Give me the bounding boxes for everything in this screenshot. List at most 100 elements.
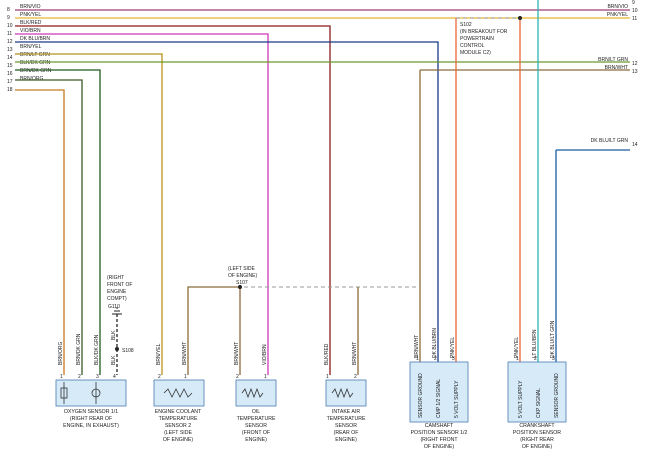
vlabel-pnk-yel-crank: PNK/YEL <box>514 337 520 358</box>
left-pin-14: 14 <box>7 55 13 61</box>
vlabel-dk-blu-brn: DK BLU/BRN <box>432 328 438 358</box>
left-wire-label-dk-blu-brn: DK BLU/BRN <box>20 36 50 42</box>
oxygen-label-1: OXYGEN SENSOR 1/1 <box>64 409 118 415</box>
vlabel-brn-wht-coolant: BRN/WHT <box>182 342 188 365</box>
right-pin-14: 14 <box>632 142 638 148</box>
oil-pin-2: 2 <box>236 374 239 380</box>
vlabel-blk-dk-grn: BLK/DK GRN <box>94 334 100 365</box>
right-pin-11: 11 <box>632 16 637 22</box>
cam-pin-1: 1 <box>416 356 419 362</box>
oxygen-sense-element <box>91 388 101 398</box>
g110-note-4: COMPT) <box>107 296 127 302</box>
left-pin-13: 13 <box>7 47 13 53</box>
left-pin-11: 11 <box>7 31 12 37</box>
right-wire-label-brn-vio: BRN/VIO <box>607 4 628 10</box>
right-pin-10: 10 <box>632 8 638 14</box>
intake-sensor-box <box>325 379 367 407</box>
oil-pin-1: 1 <box>264 374 267 380</box>
g110-note-3: ENGINE <box>107 289 127 295</box>
left-pin-15: 15 <box>7 63 13 69</box>
coolant-pin-1: 1 <box>184 374 187 380</box>
vlabel-brn-dk-grn: BRN/DK GRN <box>76 333 82 365</box>
cam-inner-sensor-ground: SENSOR GROUND <box>418 373 424 418</box>
right-wire-label-dk-blu-lt-grn: DK BLU/LT GRN <box>591 138 629 144</box>
oxygen-pin-3: 3 <box>96 374 99 380</box>
vlabel-blk-upper: BLK <box>111 330 117 340</box>
coolant-pin-2: 2 <box>158 374 161 380</box>
vlabel-lt-blu-brn: LT BLU/BRN <box>532 329 538 358</box>
g110-ground-icon <box>112 307 122 315</box>
crank-inner-5v-supply: 5 VOLT SUPPLY <box>518 380 524 418</box>
left-pin-10: 10 <box>7 23 13 29</box>
vlabel-dk-blu-lt-grn: DK BLU/LT GRN <box>550 320 556 358</box>
left-pin-16: 16 <box>7 71 13 77</box>
right-wire-label-pnk-yel: PNK/YEL <box>607 12 628 18</box>
intake-pin-1: 1 <box>326 374 329 380</box>
vlabel-brn-wht-cam: BRN/WHT <box>414 335 420 358</box>
s108-label: S108 <box>122 348 134 354</box>
wire-brn-org <box>15 89 65 375</box>
right-wire-label-brn-wht: BRN/WHT <box>605 65 628 71</box>
wire-brn-wht-coolant <box>187 286 240 375</box>
coolant-sensor-box <box>153 379 205 407</box>
left-wire-label-pnk-yel: PNK/YEL <box>20 12 41 18</box>
coolant-label-4: (LEFT SIDE <box>164 430 192 436</box>
wire-brn-yel <box>15 53 163 375</box>
oxygen-label-3: ENGINE, IN EXHAUST) <box>63 423 119 429</box>
s107-label: S107 <box>236 280 248 286</box>
oxygen-pin-1: 1 <box>60 374 63 380</box>
coolant-label-3: SENSOR 2 <box>165 423 191 429</box>
left-wire-label-blk-red: BLK/RED <box>20 20 42 26</box>
camshaft-sensor-box <box>409 361 469 423</box>
oxygen-heater-element <box>60 387 68 399</box>
vlabel-blk: BLK <box>111 355 117 365</box>
vlabel-brn-wht-oil: BRN/WHT <box>234 342 240 365</box>
crankshaft-label-1: CRANKSHAFT <box>519 423 555 429</box>
camshaft-label-2: POSITION SENSOR 1/2 <box>411 430 468 436</box>
camshaft-label-3: (RIGHT FRONT <box>420 437 458 443</box>
oil-label-4: (FRONT OF <box>242 430 270 436</box>
crank-inner-ckp-signal: CKP SIGNAL <box>536 388 542 418</box>
vlabel-vio-brn: VIO/BRN <box>262 344 268 365</box>
crankshaft-sensor-box <box>507 361 567 423</box>
left-wire-label-vio-brn: VIO/BRN <box>20 28 41 34</box>
g110-note-2: FRONT OF <box>107 282 132 288</box>
left-wire-label-blk-dk-grn: BLK/DK GRN <box>20 60 51 66</box>
left-pin-12: 12 <box>7 39 13 45</box>
right-pin-9: 9 <box>632 0 635 6</box>
wire-blk-dk-grn <box>15 69 101 375</box>
left-wire-label-brn-lt-grn: BRN/LT GRN <box>20 52 50 58</box>
wire-brn-dk-grn <box>15 79 83 375</box>
oxygen-label-2: (RIGHT REAR OF <box>70 416 112 422</box>
left-wire-label-brn-dk-grn: BRN/DK GRN <box>20 68 52 74</box>
intake-thermistor-icon <box>331 387 354 399</box>
intake-label-3: SENSOR <box>335 423 357 429</box>
g110-note-1: (RIGHT <box>107 275 124 281</box>
coolant-label-1: ENGINE COOLANT <box>155 409 202 415</box>
intake-label-5: ENGINE) <box>335 437 357 443</box>
crank-inner-sensor-ground: SENSOR GROUND <box>554 373 560 418</box>
left-wire-label-brn-org: BRN/ORG <box>20 76 43 82</box>
left-pin-18: 18 <box>7 87 13 93</box>
vlabel-brn-wht-intake: BRN/WHT <box>352 342 358 365</box>
cam-pin-3: 3 <box>452 356 455 362</box>
right-pin-13: 13 <box>632 69 638 75</box>
s102-note-1: (IN BREAKOUT FOR <box>460 29 508 35</box>
vlabel-blk-red: BLK/RED <box>324 343 330 365</box>
cam-inner-cmp-signal: CMP 1/2 SIGNAL <box>436 379 442 418</box>
s102-note-3: CONTROL <box>460 43 485 49</box>
s102-label: S102 <box>460 22 472 28</box>
g110-label: G110 <box>108 304 120 310</box>
s107-note-1: (LEFT SIDE <box>228 266 256 272</box>
coolant-thermistor-icon <box>163 388 193 398</box>
camshaft-label-1: CAMSHAFT <box>425 423 454 429</box>
camshaft-label-4: OF ENGINE) <box>424 444 455 450</box>
oil-label-1: OIL <box>252 409 260 415</box>
s107-splice-dot <box>238 285 242 289</box>
oxygen-pin-4: 4 <box>113 374 116 380</box>
left-pin-17: 17 <box>7 79 13 85</box>
s102-note-2: POWERTRAIN <box>460 36 494 42</box>
vlabel-brn-yel: BRN/YEL <box>156 343 162 365</box>
s107-note-2: OF ENGINE) <box>228 273 258 279</box>
